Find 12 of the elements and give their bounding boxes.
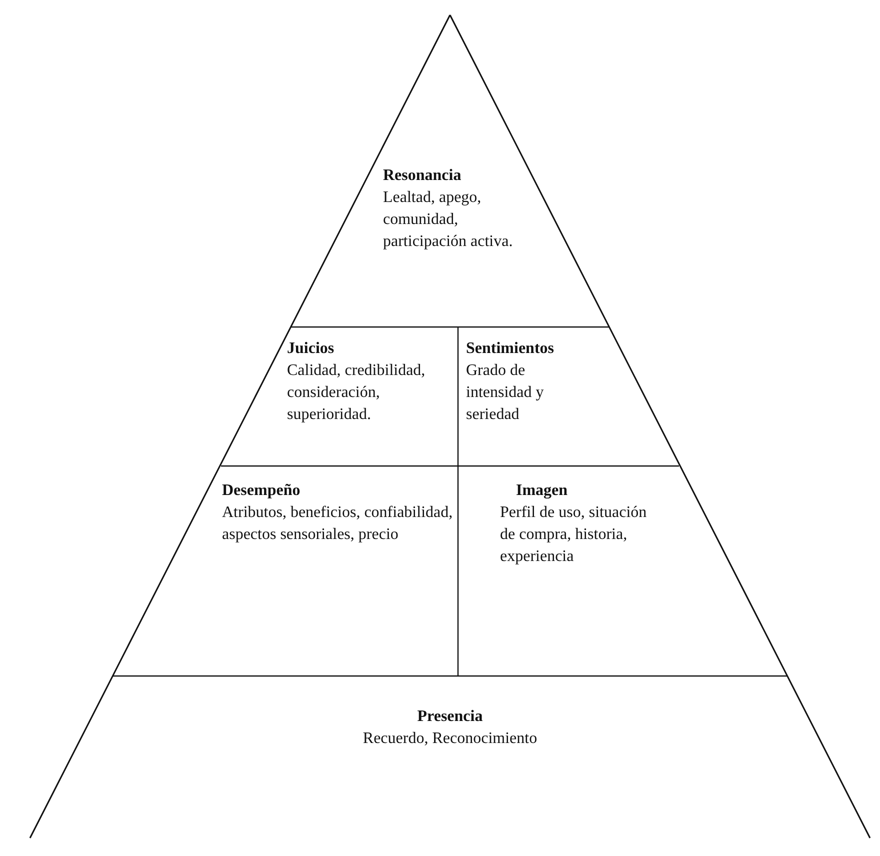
tier-description: Perfil de uso, situación de compra, historia, experiencia — [500, 503, 648, 567]
tier-description: Lealtad, apego, comunidad, participación activa. — [383, 188, 514, 252]
tier-heading: Desempeño — [222, 481, 302, 501]
tier-heading: Resonancia — [383, 166, 462, 186]
tier-heading: Presencia — [416, 707, 484, 727]
tier-heading: Sentimientos — [466, 339, 555, 359]
tier-description: Grado de intensidad y seriedad — [466, 361, 545, 425]
tier-heading: Imagen — [516, 481, 569, 501]
tier-description: Atributos, beneficios, confiabilidad, aspectos sensoriales, precio — [222, 503, 454, 545]
tier-description: Recuerdo, Reconocimiento — [362, 729, 538, 749]
tier-heading: Juicios — [287, 339, 336, 359]
tier-description: Calidad, credibilidad, consideración, superioridad. — [287, 361, 426, 425]
